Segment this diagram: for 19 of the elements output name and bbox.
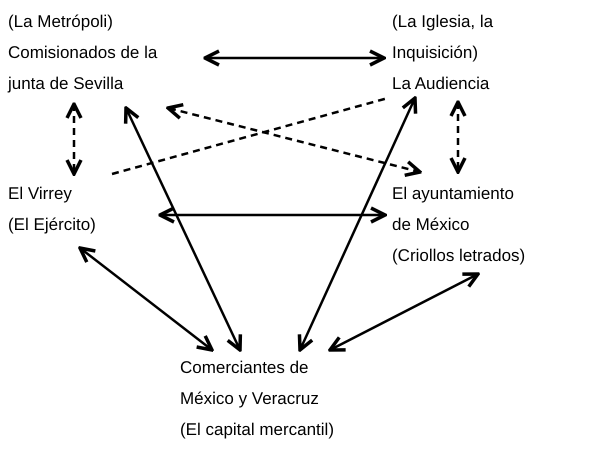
node-label: (La Metrópoli) [8,11,114,33]
arrow [65,102,83,176]
arrow [328,272,480,352]
node-label: El ayuntamiento de México [392,183,515,236]
arrow [449,100,467,174]
node-label: Comisionados de la junta de Sevilla [8,42,158,95]
arrow [203,49,386,67]
arrow [78,246,214,352]
arrow [124,106,242,352]
node-label: (La Iglesia, la Inquisición) [392,11,494,64]
node-label: Comerciantes de México y Veracruz [180,357,320,410]
arrow [298,96,418,352]
node-label: (El Ejército) [8,214,97,236]
node-label: La Audiencia [392,73,490,95]
arrow [166,102,422,178]
node-label: (El capital mercantil) [180,419,335,441]
node-label: El Virrey [8,183,73,205]
node-label: (Criollos letrados) [392,245,526,267]
arrow [158,206,387,224]
